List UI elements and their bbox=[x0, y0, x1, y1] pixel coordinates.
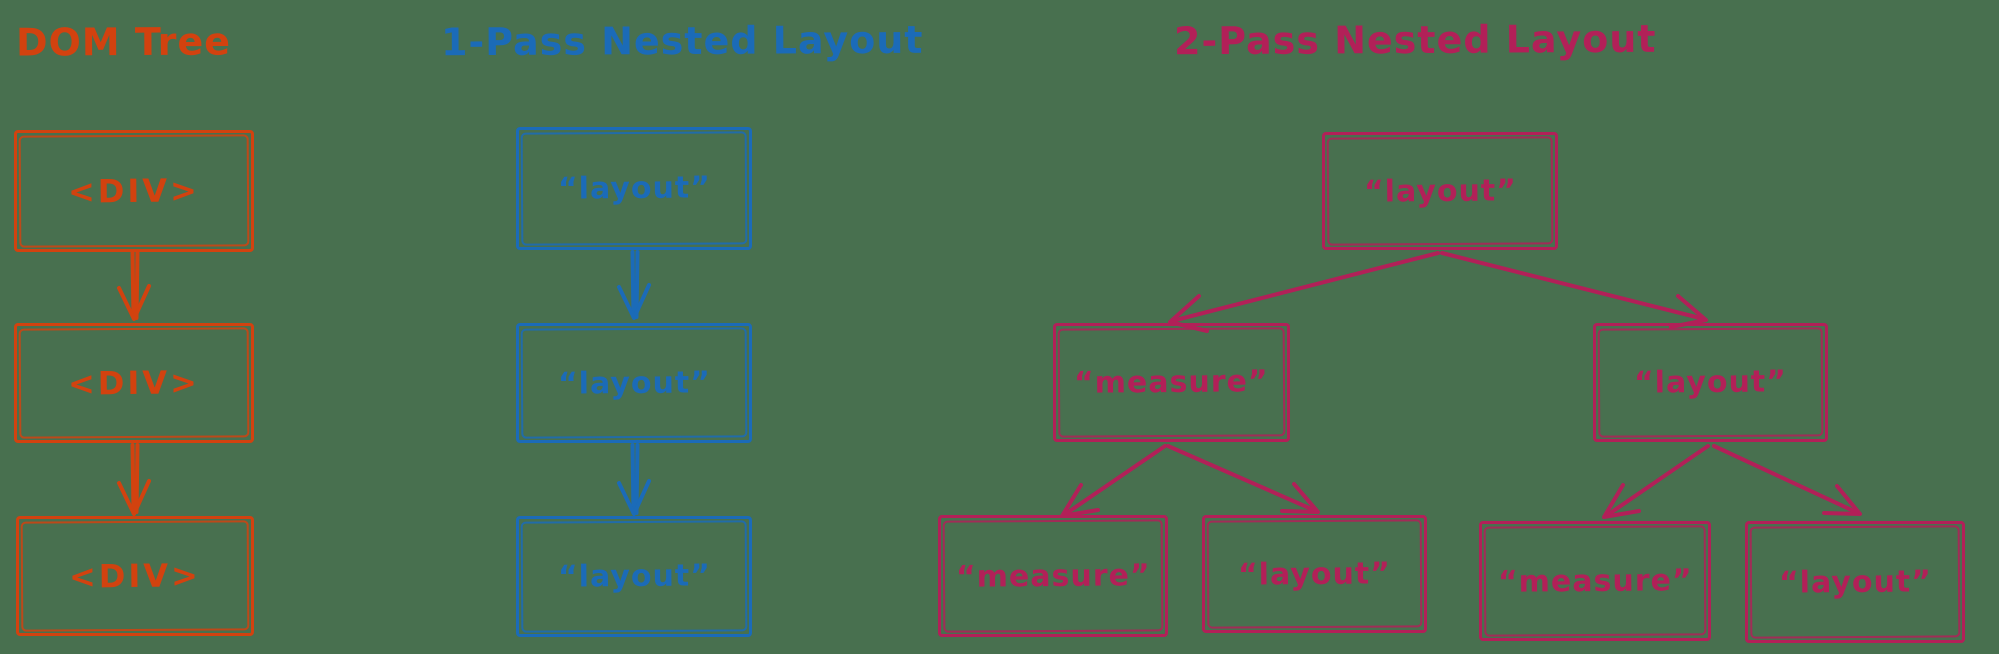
arrow-one-pass-1-shaft bbox=[630, 250, 640, 319]
title-dom-tree: DOM Tree bbox=[15, 19, 232, 65]
arrow-dom-1-head bbox=[117, 284, 151, 321]
arrow-root-to-measure-shaft bbox=[1170, 251, 1440, 323]
dom-tree-node-2-label: <DIV> bbox=[67, 363, 201, 403]
arrow-dom-1-shaft bbox=[130, 250, 140, 320]
two-pass-child-measure-label: “measure” bbox=[1074, 364, 1269, 401]
two-pass-child-layout: “layout” bbox=[1593, 323, 1828, 442]
arrow-measure-to-leaf-measure-head bbox=[1060, 483, 1100, 518]
dom-tree-node-3: <DIV> bbox=[16, 516, 254, 636]
two-pass-leaf-layout-1-label: “layout” bbox=[1237, 555, 1392, 593]
two-pass-leaf-layout-1: “layout” bbox=[1202, 515, 1427, 633]
one-pass-node-3-label: “layout” bbox=[557, 558, 711, 595]
dom-tree-node-1: <DIV> bbox=[14, 130, 254, 252]
dom-tree-node-1-label: <DIV> bbox=[67, 171, 201, 211]
title-one-pass-nested-layout: 1-Pass Nested Layout bbox=[440, 17, 924, 65]
two-pass-leaf-measure-2-label: “measure” bbox=[1497, 562, 1693, 600]
two-pass-child-layout-label: “layout” bbox=[1633, 364, 1788, 401]
arrow-dom-2-shaft bbox=[130, 443, 140, 514]
two-pass-leaf-layout-2: “layout” bbox=[1745, 521, 1965, 643]
two-pass-root-label: “layout” bbox=[1363, 172, 1517, 210]
two-pass-leaf-measure-2: “measure” bbox=[1479, 521, 1711, 641]
arrow-one-pass-2-head bbox=[617, 479, 651, 516]
arrow-layout-to-leaf-measure-head bbox=[1602, 483, 1641, 519]
dom-tree-node-3-label: <DIV> bbox=[68, 556, 202, 596]
arrow-measure-to-leaf-measure-shaft bbox=[1062, 444, 1167, 517]
arrow-dom-2-head bbox=[117, 479, 151, 516]
two-pass-root: “layout” bbox=[1322, 132, 1558, 250]
title-two-pass-nested-layout: 2-Pass Nested Layout bbox=[1173, 16, 1657, 64]
two-pass-child-measure: “measure” bbox=[1053, 323, 1290, 442]
arrow-layout-to-leaf-layout-head bbox=[1822, 484, 1862, 516]
one-pass-node-2: “layout” bbox=[516, 323, 752, 443]
one-pass-node-2-label: “layout” bbox=[557, 364, 711, 402]
one-pass-node-3: “layout” bbox=[516, 516, 752, 637]
arrow-root-to-layout-shaft bbox=[1440, 251, 1706, 321]
arrow-measure-to-leaf-layout-shaft bbox=[1166, 444, 1318, 513]
arrow-one-pass-1-head bbox=[617, 283, 651, 320]
arrow-measure-to-leaf-layout-head bbox=[1280, 482, 1320, 514]
arrow-layout-to-leaf-layout-shaft bbox=[1712, 444, 1860, 515]
one-pass-node-1-label: “layout” bbox=[557, 170, 711, 207]
two-pass-leaf-measure-1-label: “measure” bbox=[955, 557, 1151, 595]
arrow-one-pass-2-shaft bbox=[630, 443, 640, 515]
two-pass-leaf-measure-1: “measure” bbox=[938, 515, 1168, 637]
arrow-layout-to-leaf-measure-shaft bbox=[1604, 444, 1710, 518]
dom-tree-node-2: <DIV> bbox=[14, 323, 254, 443]
two-pass-leaf-layout-2-label: “layout” bbox=[1778, 563, 1932, 601]
one-pass-node-1: “layout” bbox=[516, 127, 752, 250]
